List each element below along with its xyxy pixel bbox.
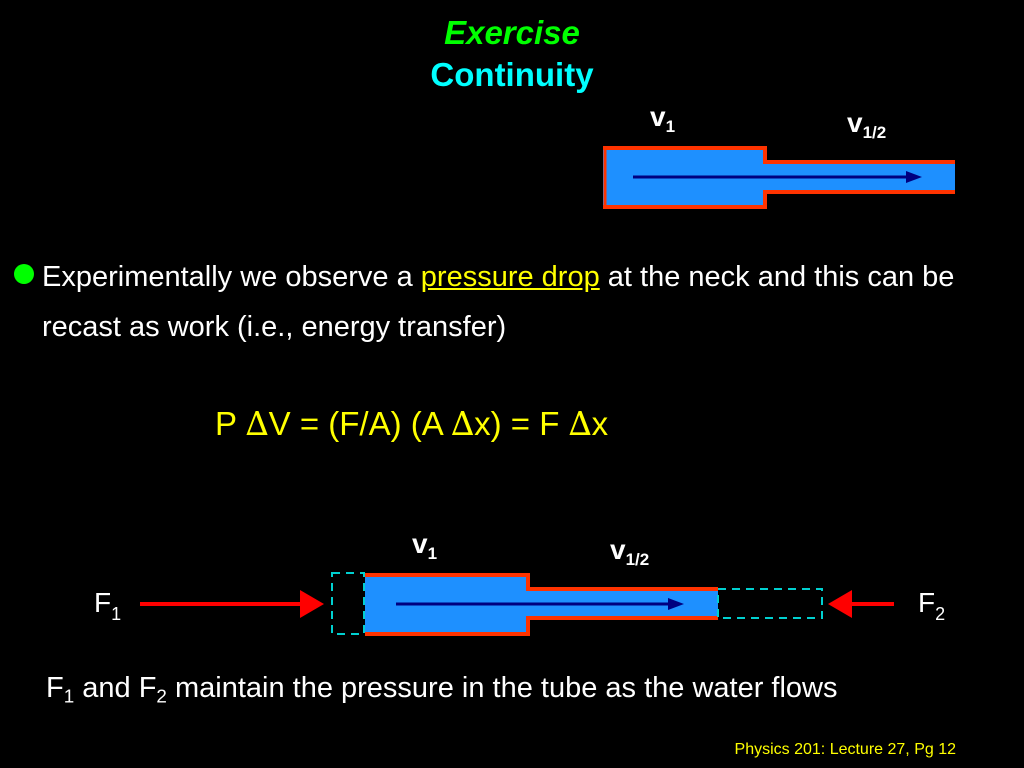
caption-f1: F — [46, 672, 64, 704]
bottom-tube — [331, 572, 823, 636]
top-v1-label: v1 — [650, 101, 675, 136]
equation-part2: x) = F — [474, 405, 569, 442]
delta-symbol: ∆ — [245, 404, 269, 443]
bottom-v2-label: v1/2 — [610, 534, 649, 569]
equation-part3: x — [591, 405, 609, 442]
delta-symbol: ∆ — [568, 404, 592, 443]
right-dashed-volume — [717, 588, 823, 619]
bullet-text-before: Experimentally we observe a — [42, 261, 421, 293]
top-tube — [603, 146, 955, 209]
bottom-tube-lower-wall — [365, 616, 718, 636]
slide-title: Exercise — [444, 14, 580, 51]
top-tube-upper-wall — [603, 146, 955, 164]
force-arrow-right — [828, 590, 894, 618]
caption-f1-sub: 1 — [63, 685, 75, 707]
delta-symbol: ∆ — [451, 404, 475, 443]
equation-part1: V = (F/A) (A — [268, 405, 452, 442]
top-v2-label: v1/2 — [847, 107, 886, 142]
bullet-dot — [14, 264, 34, 284]
left-dashed-volume — [331, 572, 365, 635]
equation-p: P — [215, 405, 246, 442]
bullet-text: Experimentally we observe a pressure dro… — [42, 252, 1002, 352]
force-arrow-left — [140, 590, 324, 618]
pressure-drop-highlight: pressure drop — [420, 261, 600, 293]
f2-label: F2 — [918, 587, 945, 624]
caption-and-f2: and F — [74, 672, 157, 704]
top-tube-lower-wall — [603, 190, 955, 209]
caption-f2-sub: 2 — [156, 685, 167, 707]
bottom-flow-arrowhead — [668, 598, 684, 610]
bottom-v1-label: v1 — [412, 528, 437, 563]
bullet-text-after: at the neck and this can be recast as wo… — [42, 261, 955, 343]
caption: F1 and F2 maintain the pressure in the t… — [46, 672, 838, 708]
top-flow-arrowhead — [906, 171, 922, 183]
slide-subtitle: Continuity — [430, 56, 594, 93]
slide-footer: Physics 201: Lecture 27, Pg 12 — [734, 741, 956, 758]
caption-rest: maintain the pressure in the tube as the… — [166, 672, 838, 704]
bottom-tube-upper-wall — [365, 573, 718, 591]
work-equation: P ∆V = (F/A) (A ∆x) = F ∆x — [215, 404, 608, 443]
f1-label: F1 — [94, 587, 121, 624]
